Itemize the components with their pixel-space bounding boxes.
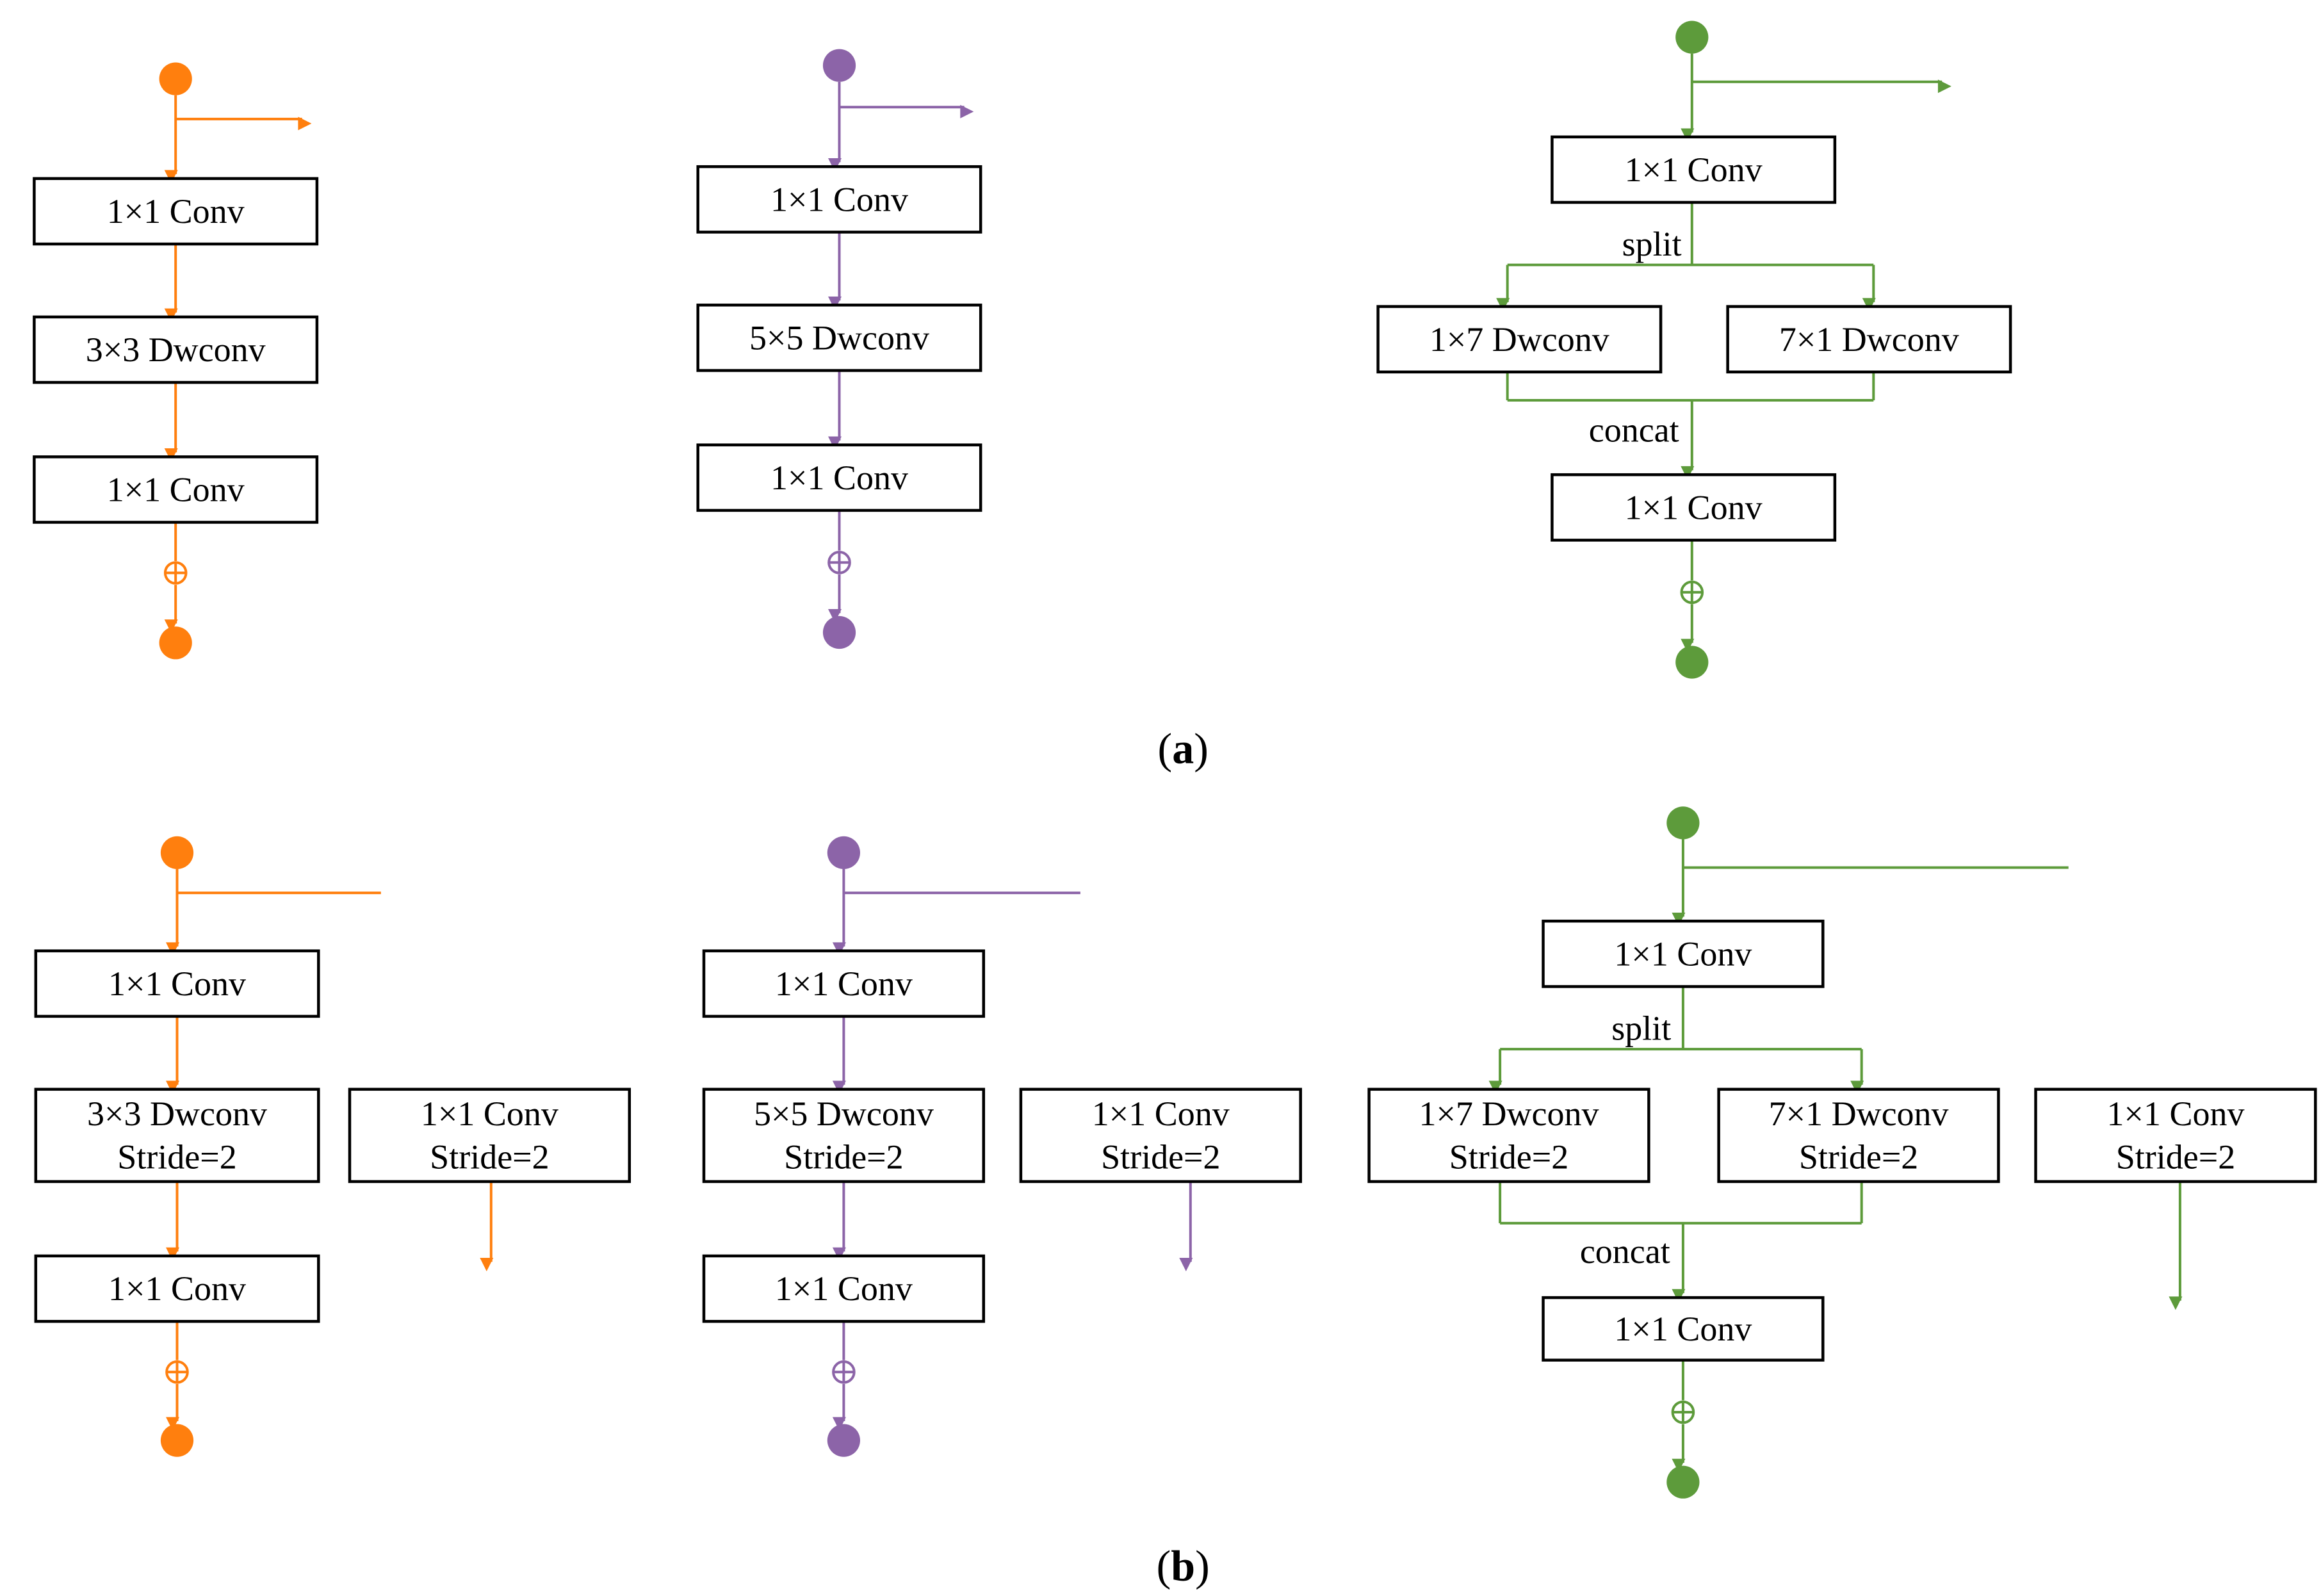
caption-b: (b) — [1157, 1541, 1210, 1590]
conv-1x1-block: 1×1 Conv — [702, 949, 986, 1018]
conv-1x1-block: 1×1 Conv — [34, 949, 320, 1018]
conv-1x1-block: 1×1 Conv — [1542, 919, 1825, 988]
dwconv-3x3-block: 3×3 Dwconv — [33, 315, 319, 384]
block-label: Stride=2 — [1449, 1138, 1568, 1177]
block-label: Stride=2 — [1799, 1138, 1918, 1177]
conv-1x1-block: 1×1 Conv — [702, 1254, 986, 1323]
block-label: 1×1 Conv — [775, 1269, 913, 1308]
block-label: 1×1 Conv — [107, 192, 245, 231]
block-label: 1×1 Conv — [1625, 151, 1763, 189]
add-icon — [827, 551, 851, 574]
input-node — [1666, 806, 1700, 840]
caption-a: (a) — [1158, 724, 1209, 773]
conv-1x1-block: 1×1 Conv — [696, 165, 982, 234]
add-icon — [832, 1360, 856, 1384]
add-icon — [163, 561, 188, 585]
block-label: 1×7 Dwconv — [1419, 1095, 1599, 1133]
block-label: 1×1 Conv — [107, 470, 245, 509]
input-node — [822, 49, 856, 82]
output-node — [160, 1424, 194, 1457]
conv-1x1-block: 1×1 Conv — [33, 177, 319, 246]
block-label: 1×1 Conv — [108, 965, 246, 1003]
block-label: 1×1 Conv — [1614, 934, 1752, 973]
input-node — [827, 836, 860, 869]
concat-label: concat — [1589, 411, 1679, 450]
block-label: 1×1 Conv — [1614, 1310, 1752, 1348]
split-label: split — [1622, 225, 1682, 263]
dwconv-5x5-block: 5×5 Dwconv — [696, 304, 982, 372]
output-node — [827, 1424, 860, 1457]
block-label: 7×1 Dwconv — [1779, 320, 1959, 359]
block-label: 1×1 Conv — [421, 1095, 558, 1133]
block-label: 5×5 Dwconv — [754, 1095, 934, 1133]
conv-1x1-block: 1×1 Conv — [1551, 473, 1837, 542]
block-label: 3×3 Dwconv — [87, 1095, 267, 1133]
block-label: 1×1 Conv — [1625, 488, 1763, 526]
output-node — [159, 626, 192, 660]
conv-1x1-block: 1×1 Conv — [33, 455, 319, 524]
conv-1x1-block: 1×1 Conv — [696, 443, 982, 512]
concat-label: concat — [1580, 1232, 1670, 1271]
block-label: 1×1 Conv — [1092, 1095, 1230, 1133]
input-node — [160, 836, 194, 869]
block-label: 1×1 Conv — [108, 1269, 246, 1308]
block-label: Stride=2 — [430, 1138, 549, 1177]
add-icon — [1671, 1400, 1695, 1424]
block-label: 1×1 Conv — [2107, 1095, 2245, 1133]
input-node — [159, 62, 192, 95]
block-label: 7×1 Dwconv — [1769, 1095, 1949, 1133]
block-label: Stride=2 — [117, 1138, 236, 1177]
conv-1x1-block: 1×1 Conv — [1551, 135, 1837, 204]
add-icon — [165, 1360, 189, 1384]
block-label: 1×7 Dwconv — [1429, 320, 1609, 359]
block-label: 1×1 Conv — [770, 459, 908, 497]
block-label: Stride=2 — [1101, 1138, 1220, 1177]
output-node — [1675, 646, 1709, 679]
input-node — [1675, 20, 1709, 54]
output-node — [822, 615, 856, 649]
dwconv-1x7-block: 1×7 Dwconv — [1376, 305, 1663, 374]
output-node — [1666, 1465, 1700, 1499]
add-icon — [1680, 580, 1704, 605]
block-label: 1×1 Conv — [775, 965, 913, 1003]
split-label: split — [1611, 1009, 1671, 1048]
block-label: 5×5 Dwconv — [749, 318, 929, 357]
dwconv-7x1-block: 7×1 Dwconv — [1726, 305, 2012, 374]
block-label: Stride=2 — [2116, 1138, 2235, 1177]
conv-1x1-block: 1×1 Conv — [34, 1254, 320, 1323]
block-label: 1×1 Conv — [770, 180, 908, 218]
block-label: Stride=2 — [784, 1138, 903, 1177]
conv-1x1-block: 1×1 Conv — [1542, 1296, 1825, 1362]
block-label: 3×3 Dwconv — [86, 330, 266, 369]
